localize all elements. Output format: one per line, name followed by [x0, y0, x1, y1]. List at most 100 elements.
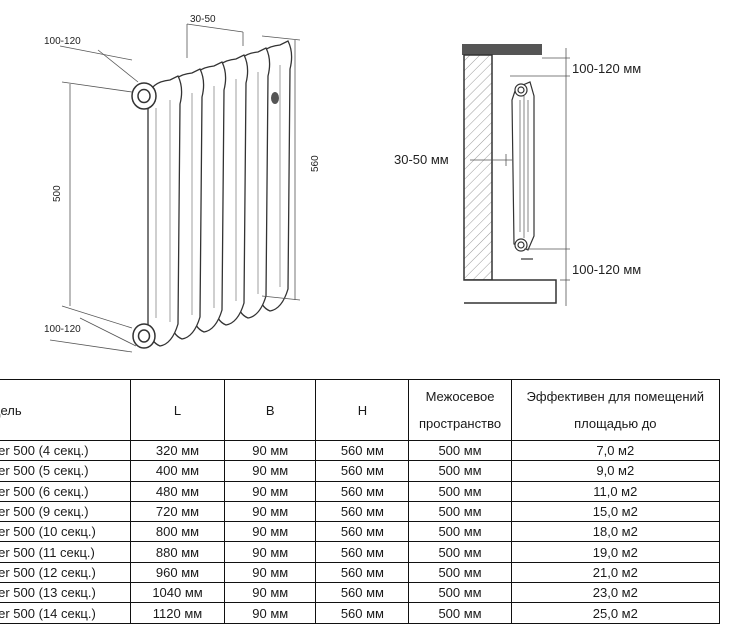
cell-b: 90 мм — [224, 582, 317, 604]
header-axis-distance: Межосевое пространство — [408, 379, 512, 441]
header-b: B — [224, 379, 317, 441]
cell-model: Super 500 (4 секц.) — [0, 439, 131, 462]
cell-model: Super 500 (10 секц.) — [0, 521, 131, 543]
radiator-top-manifold — [131, 82, 157, 110]
cell-area: 15,0 м2 — [510, 500, 721, 523]
cell-area: 7,0 м2 — [510, 439, 721, 462]
header-area-line2: площадью до — [574, 416, 657, 431]
header-model: Модель — [0, 379, 131, 441]
side-dimension-lines — [470, 48, 570, 306]
radiator-section — [147, 75, 183, 347]
cell-axis: 500 мм — [408, 561, 512, 584]
cell-axis: 500 мм — [408, 500, 512, 523]
cell-area: 25,0 м2 — [510, 602, 721, 624]
cell-l: 960 мм — [129, 561, 226, 584]
cell-h: 560 мм — [315, 480, 410, 502]
cell-axis: 500 мм — [408, 460, 512, 482]
dim-wall-gap-label: 30-50 мм — [394, 152, 449, 167]
cell-l: 800 мм — [129, 521, 226, 543]
cell-l: 480 мм — [129, 480, 226, 502]
side-dimension-labels: 100-120 мм 30-50 мм 100-120 мм — [394, 61, 641, 277]
dim-depth-label: 30-50 — [190, 14, 216, 25]
cell-axis: 500 мм — [408, 521, 512, 543]
cell-area: 11,0 м2 — [510, 480, 721, 502]
cell-h: 560 мм — [315, 521, 410, 543]
specs-table: Модель L B H Межосевое пространство Эффе… — [0, 379, 721, 624]
cell-h: 560 мм — [315, 439, 410, 462]
cell-h: 560 мм — [315, 500, 410, 523]
radiator-bottom-manifold — [132, 323, 156, 349]
cell-h: 560 мм — [315, 602, 410, 624]
cell-b: 90 мм — [224, 541, 317, 563]
cell-area: 18,0 м2 — [510, 521, 721, 543]
iso-dimension-labels: 100-120 30-50 560 500 100-120 — [44, 14, 321, 335]
cell-h: 560 мм — [315, 582, 410, 604]
cell-b: 90 мм — [224, 460, 317, 482]
cell-model: Super 500 (12 секц.) — [0, 561, 131, 584]
cell-area: 21,0 м2 — [510, 561, 721, 584]
cell-axis: 500 мм — [408, 602, 512, 624]
cell-h: 560 мм — [315, 541, 410, 563]
cell-l: 1120 мм — [129, 602, 226, 624]
header-l: L — [129, 379, 226, 441]
side-view: 100-120 мм 30-50 мм 100-120 мм — [394, 44, 641, 306]
radiator-isometric: 100-120 30-50 560 500 100-120 — [44, 14, 321, 353]
dim-axis-height-label: 500 — [52, 185, 63, 202]
dim-top-left-label: 100-120 — [44, 36, 81, 47]
header-axis-line2: пространство — [419, 416, 502, 431]
cell-model: Super 500 (9 секц.) — [0, 500, 131, 523]
cell-model: Super 500 (5 секц.) — [0, 460, 131, 482]
radiator-section-rib — [155, 100, 171, 322]
cell-axis: 500 мм — [408, 541, 512, 563]
cell-model: Super 500 (13 секц.) — [0, 582, 131, 604]
cell-l: 880 мм — [129, 541, 226, 563]
dim-bottom-left-label: 100-120 — [44, 324, 81, 335]
radiator-side-profile — [511, 81, 535, 252]
floor — [464, 279, 557, 304]
specs-header-row: Модель L B H Межосевое пространство Эффе… — [0, 379, 721, 441]
cell-b: 90 мм — [224, 480, 317, 502]
cell-model: Super 500 (11 секц.) — [0, 541, 131, 563]
cell-b: 90 мм — [224, 439, 317, 462]
header-h: H — [315, 379, 410, 441]
cell-h: 560 мм — [315, 460, 410, 482]
header-area-line1: Эффективен для помещений — [526, 389, 705, 404]
cell-l: 400 мм — [129, 460, 226, 482]
cell-area: 19,0 м2 — [510, 541, 721, 563]
cell-b: 90 мм — [224, 521, 317, 543]
radiator-drawing: 100-120 30-50 560 500 100-120 — [44, 14, 641, 353]
cell-model: Super 500 (6 секц.) — [0, 480, 131, 502]
dim-bottom-gap-label: 100-120 мм — [572, 262, 641, 277]
header-axis-line1: Межосевое — [425, 389, 495, 404]
cell-l: 1040 мм — [129, 582, 226, 604]
cell-l: 720 мм — [129, 500, 226, 523]
cell-model: Super 500 (14 секц.) — [0, 602, 131, 624]
cell-axis: 500 мм — [408, 480, 512, 502]
dim-total-height-label: 560 — [310, 155, 321, 172]
cell-axis: 500 мм — [408, 439, 512, 462]
radiator-sections — [147, 40, 293, 347]
cell-b: 90 мм — [224, 500, 317, 523]
cell-area: 9,0 м2 — [510, 460, 721, 482]
dim-top-gap-label: 100-120 мм — [572, 61, 641, 76]
cell-axis: 500 мм — [408, 582, 512, 604]
wall — [463, 54, 493, 281]
cell-l: 320 мм — [129, 439, 226, 462]
air-valve-icon — [271, 92, 279, 104]
cell-h: 560 мм — [315, 561, 410, 584]
iso-dimension-lines — [49, 23, 301, 353]
cell-b: 90 мм — [224, 561, 317, 584]
cell-b: 90 мм — [224, 602, 317, 624]
header-area: Эффективен для помещений площадью до — [510, 379, 721, 441]
windowsill — [462, 44, 542, 55]
cell-area: 23,0 м2 — [510, 582, 721, 604]
